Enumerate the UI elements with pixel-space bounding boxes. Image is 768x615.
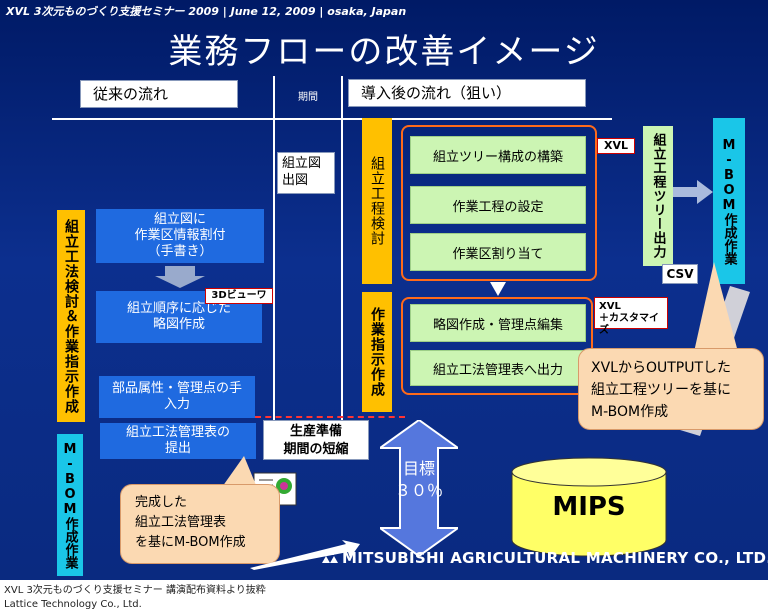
divider-line-horizontal <box>52 118 612 120</box>
callout-pointer-right <box>694 262 738 352</box>
company-name: MITSUBISHI AGRICULTURAL MACHINERY CO., L… <box>342 549 768 567</box>
footer-line-1: XVL 3次元ものづくり支援セミナー 講演配布資料より抜粋 <box>4 585 266 596</box>
group-instruction-frame <box>401 297 593 395</box>
drawing-issue-box: 組立図 出図 <box>277 152 335 194</box>
vertical-label-tree-output: 組立工程ツリー出力 <box>643 126 673 266</box>
step-set-process: 作業工程の設定 <box>410 186 586 224</box>
callout-before: 完成した 組立工法管理表 を基にM-BOM作成 <box>120 484 280 564</box>
down-arrow-icon <box>490 282 506 296</box>
column-header-period: 期間 <box>298 92 318 103</box>
divider-line-left <box>273 76 275 438</box>
vertical-label-mbom-before: M-BOM作成作業 <box>57 434 83 576</box>
column-header-before: 従来の流れ <box>80 80 238 108</box>
vertical-label-instruction: 作業指示作成 <box>362 292 392 412</box>
target-double-arrow-icon <box>380 420 458 556</box>
shorten-period-box: 生産準備 期間の短縮 <box>263 420 369 460</box>
target-label: 目標 ３０％ <box>394 459 443 500</box>
vertical-label-mbom-after: M-BOM作成作業 <box>713 118 745 284</box>
slide: XVL 3次元ものづくり支援セミナー 2009 | June 12, 2009 … <box>0 0 768 580</box>
step-submit-table: 組立工法管理表の 提出 <box>100 423 256 459</box>
vertical-label-process: 組立工程検討 <box>362 118 392 284</box>
step-assign-zone: 作業区割り当て <box>410 233 586 271</box>
step-assign-area: 組立図に 作業区情報割付 （手書き） <box>96 209 264 263</box>
bottom-sweep-arrow-icon <box>250 540 360 570</box>
csv-box: CSV <box>662 264 698 284</box>
right-arrow-icon <box>673 180 713 204</box>
step-arrow-icon <box>155 266 205 288</box>
vertical-label-method: 組立工法検討＆作業指示作成 <box>57 210 85 422</box>
step-manual-input: 部品属性・管理点の手 入力 <box>99 376 255 418</box>
badge-3d-viewer: 3Dビューワ <box>205 288 273 304</box>
dashed-line <box>255 416 405 418</box>
badge-xvl: XVL <box>597 138 635 154</box>
mips-cylinder-icon <box>511 457 667 557</box>
step-edit-sketch: 略図作成・管理点編集 <box>410 304 586 342</box>
divider-line-right <box>341 76 343 438</box>
mips-label: MIPS <box>552 492 626 522</box>
group-process-frame <box>401 125 597 281</box>
step-build-tree: 組立ツリー構成の構築 <box>410 136 586 174</box>
footer-line-2: Lattice Technology Co., Ltd. <box>4 599 142 610</box>
callout-pointer-left <box>220 456 258 490</box>
company-logo-icon <box>322 549 338 563</box>
header-text: XVL 3次元ものづくり支援セミナー 2009 | June 12, 2009 … <box>6 5 407 18</box>
column-header-after: 導入後の流れ（狙い） <box>348 79 586 107</box>
page-title: 業務フローの改善イメージ <box>168 32 600 72</box>
callout-after: XVLからOUTPUTした 組立工程ツリーを基に M-BOM作成 <box>578 348 764 430</box>
badge-xvl-custom: XVL ＋カスタマイズ <box>594 297 668 336</box>
step-output-table: 組立工法管理表へ出力 <box>410 350 586 386</box>
